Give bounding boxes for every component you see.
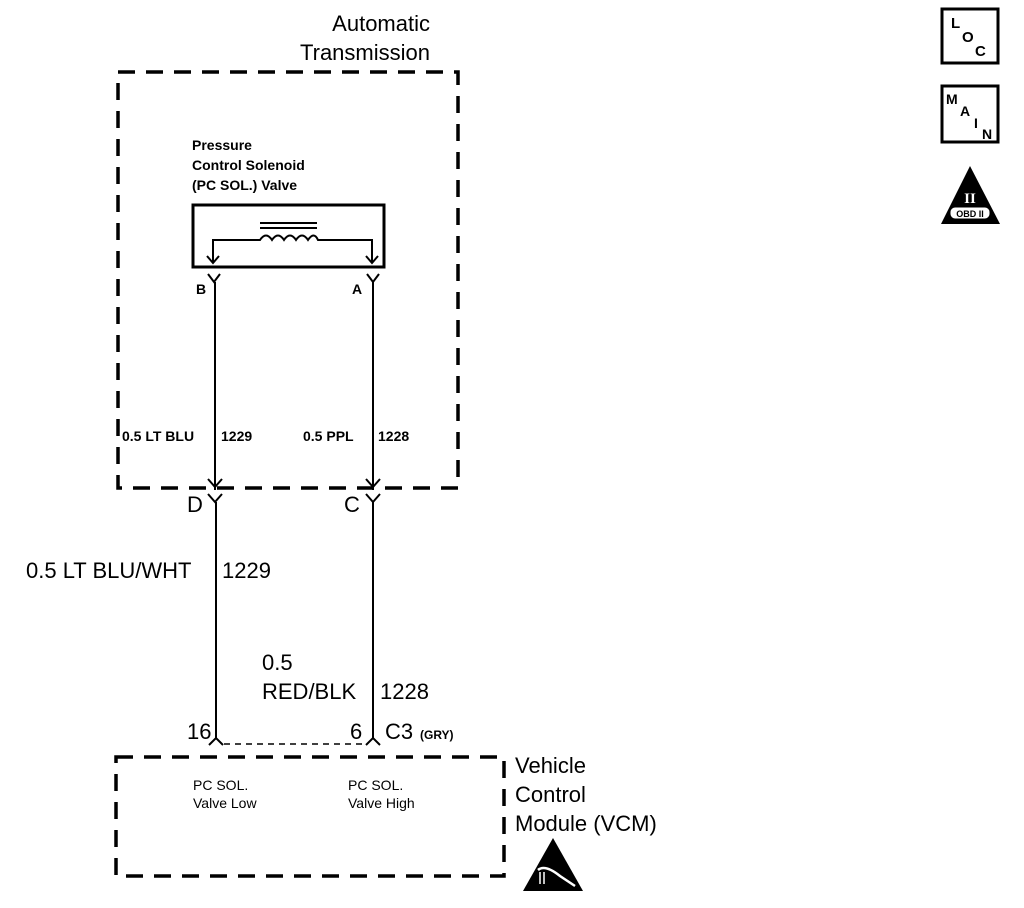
wire-1229-internal-circuit: 1229 (221, 428, 252, 444)
main-icon-m: M (946, 91, 958, 107)
connector-c-arrow-icon (365, 478, 381, 489)
transmission-title-line1: Automatic (332, 11, 430, 36)
wire-1229-internal-label: 0.5 LT BLU (122, 428, 194, 444)
esd-warning-icon (523, 838, 583, 891)
vcm-pin-6-connector-icon (365, 736, 381, 746)
transmission-title-line2: Transmission (300, 40, 430, 65)
vcm-title-line3: Module (VCM) (515, 811, 657, 836)
wire-1228-harness-label-line1: 0.5 (262, 650, 293, 675)
terminal-a-arrow-icon (365, 255, 379, 265)
connector-d-label: D (187, 492, 203, 517)
vcm-title-line2: Control (515, 782, 586, 807)
vcm-pin-16-connector-icon (208, 736, 224, 746)
connector-c-y-icon (365, 493, 381, 504)
wire-1228-internal-label: 0.5 PPL (303, 428, 354, 444)
main-icon-a: A (960, 103, 970, 119)
loc-icon-c: C (975, 43, 986, 60)
vcm-input-low-line1: PC SOL. (193, 777, 248, 793)
loc-icon-o: O (962, 29, 974, 46)
connector-d-y-icon (207, 493, 223, 504)
terminal-a-connector-icon (366, 273, 380, 284)
solenoid-component (191, 203, 386, 269)
wire-1228-internal-circuit: 1228 (378, 428, 409, 444)
solenoid-label-line2: Control Solenoid (192, 157, 305, 173)
solenoid-housing (191, 203, 386, 269)
wire-1228-harness-circuit: 1228 (380, 679, 429, 704)
obd-ii-label: OBD II (956, 209, 984, 219)
connector-d-arrow-icon (207, 478, 223, 489)
vcm-enclosure (114, 755, 506, 878)
main-icon[interactable]: M A I N (940, 84, 1000, 144)
vcm-connector-name: C3 (385, 719, 413, 744)
vcm-pin-6-label: 6 (350, 719, 362, 744)
vcm-title-line1: Vehicle (515, 753, 586, 778)
solenoid-coil-icon (212, 234, 373, 262)
wire-1228-harness-label-line2: RED/BLK (262, 679, 356, 704)
obd-ii-roman: II (964, 191, 976, 207)
terminal-a-label: A (352, 281, 362, 297)
main-icon-i: I (974, 115, 978, 131)
wire-1229-harness-circuit: 1229 (222, 558, 271, 583)
wire-1229-harness-label: 0.5 LT BLU/WHT (26, 558, 191, 583)
solenoid-label-line3: (PC SOL.) Valve (192, 177, 297, 193)
vcm-input-low-line2: Valve Low (193, 795, 257, 811)
transmission-enclosure (116, 70, 460, 490)
vcm-pin-16-label: 16 (187, 719, 211, 744)
main-icon-n: N (982, 126, 992, 142)
vcm-connector-color: (GRY) (420, 728, 454, 742)
loc-icon[interactable]: L O C (940, 7, 1000, 65)
terminal-b-label: B (196, 281, 206, 297)
vcm-input-high-line1: PC SOL. (348, 777, 403, 793)
vcm-input-high-line2: Valve High (348, 795, 415, 811)
terminal-b-connector-icon (207, 273, 221, 284)
connector-c-label: C (344, 492, 360, 517)
obd-ii-icon[interactable]: II OBD II (941, 166, 1000, 224)
terminal-b-arrow-icon (206, 255, 220, 265)
loc-icon-l: L (951, 15, 960, 32)
solenoid-label-line1: Pressure (192, 137, 252, 153)
